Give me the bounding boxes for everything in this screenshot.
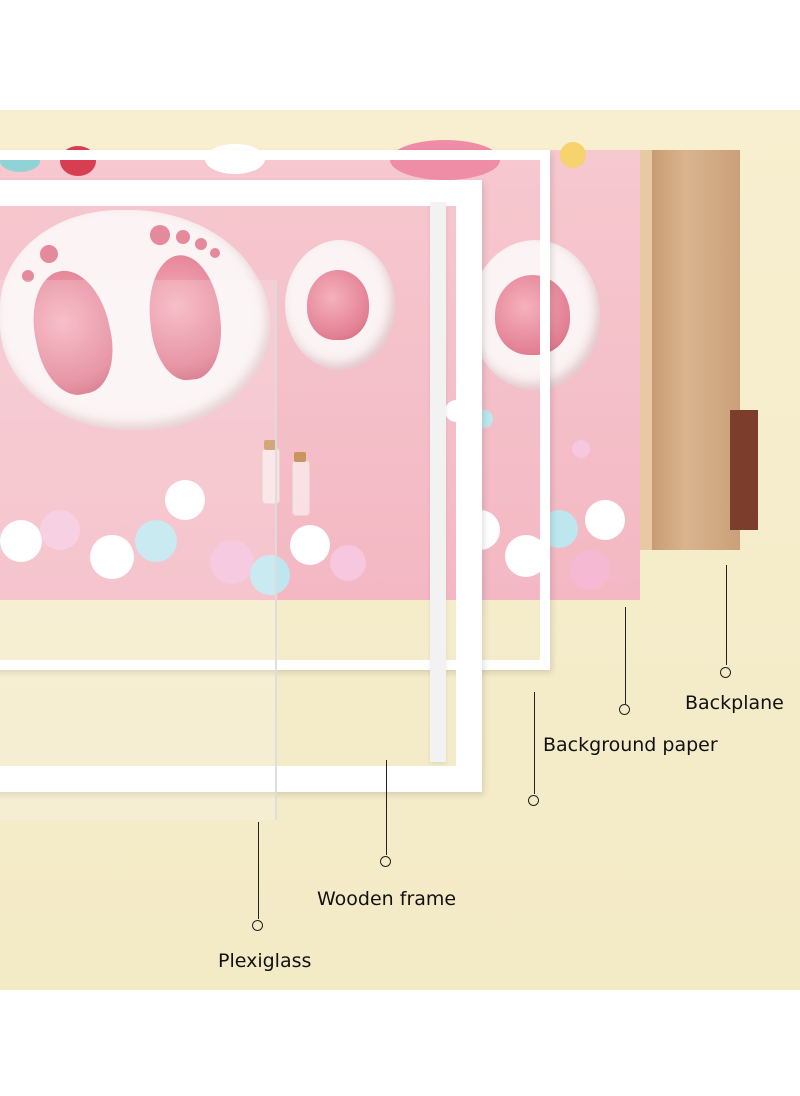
plexiglass-leader-2: [258, 822, 259, 919]
background-paper-leader: [625, 607, 626, 704]
handprint-mold-left: [285, 240, 395, 370]
wooden-frame-front: [0, 180, 482, 792]
wooden-frame-depth: [430, 202, 446, 762]
backplane-board: [650, 150, 740, 550]
background-paper-marker: [619, 704, 630, 715]
background-paper: [0, 140, 640, 600]
background-paper-label: Background paper: [543, 734, 718, 756]
handprint-mold-right: [470, 240, 600, 390]
wooden-frame-label: Wooden frame: [317, 888, 457, 910]
footprint-mold: [0, 210, 270, 430]
wooden-frame-leader: [386, 760, 387, 855]
plexiglass-sheet: [0, 280, 277, 820]
plexiglass-label: Plexiglass: [218, 950, 312, 972]
plexiglass-marker-1: [528, 795, 539, 806]
wooden-frame-marker: [380, 856, 391, 867]
product-photo: [0, 110, 800, 990]
backplane-label: Backplane: [685, 692, 784, 714]
backplane-stand: [730, 410, 758, 530]
backplane-leader: [726, 565, 727, 665]
plexiglass-leader-1: [534, 692, 535, 794]
plexiglass-marker-2: [252, 920, 263, 931]
backplane-marker: [720, 667, 731, 678]
